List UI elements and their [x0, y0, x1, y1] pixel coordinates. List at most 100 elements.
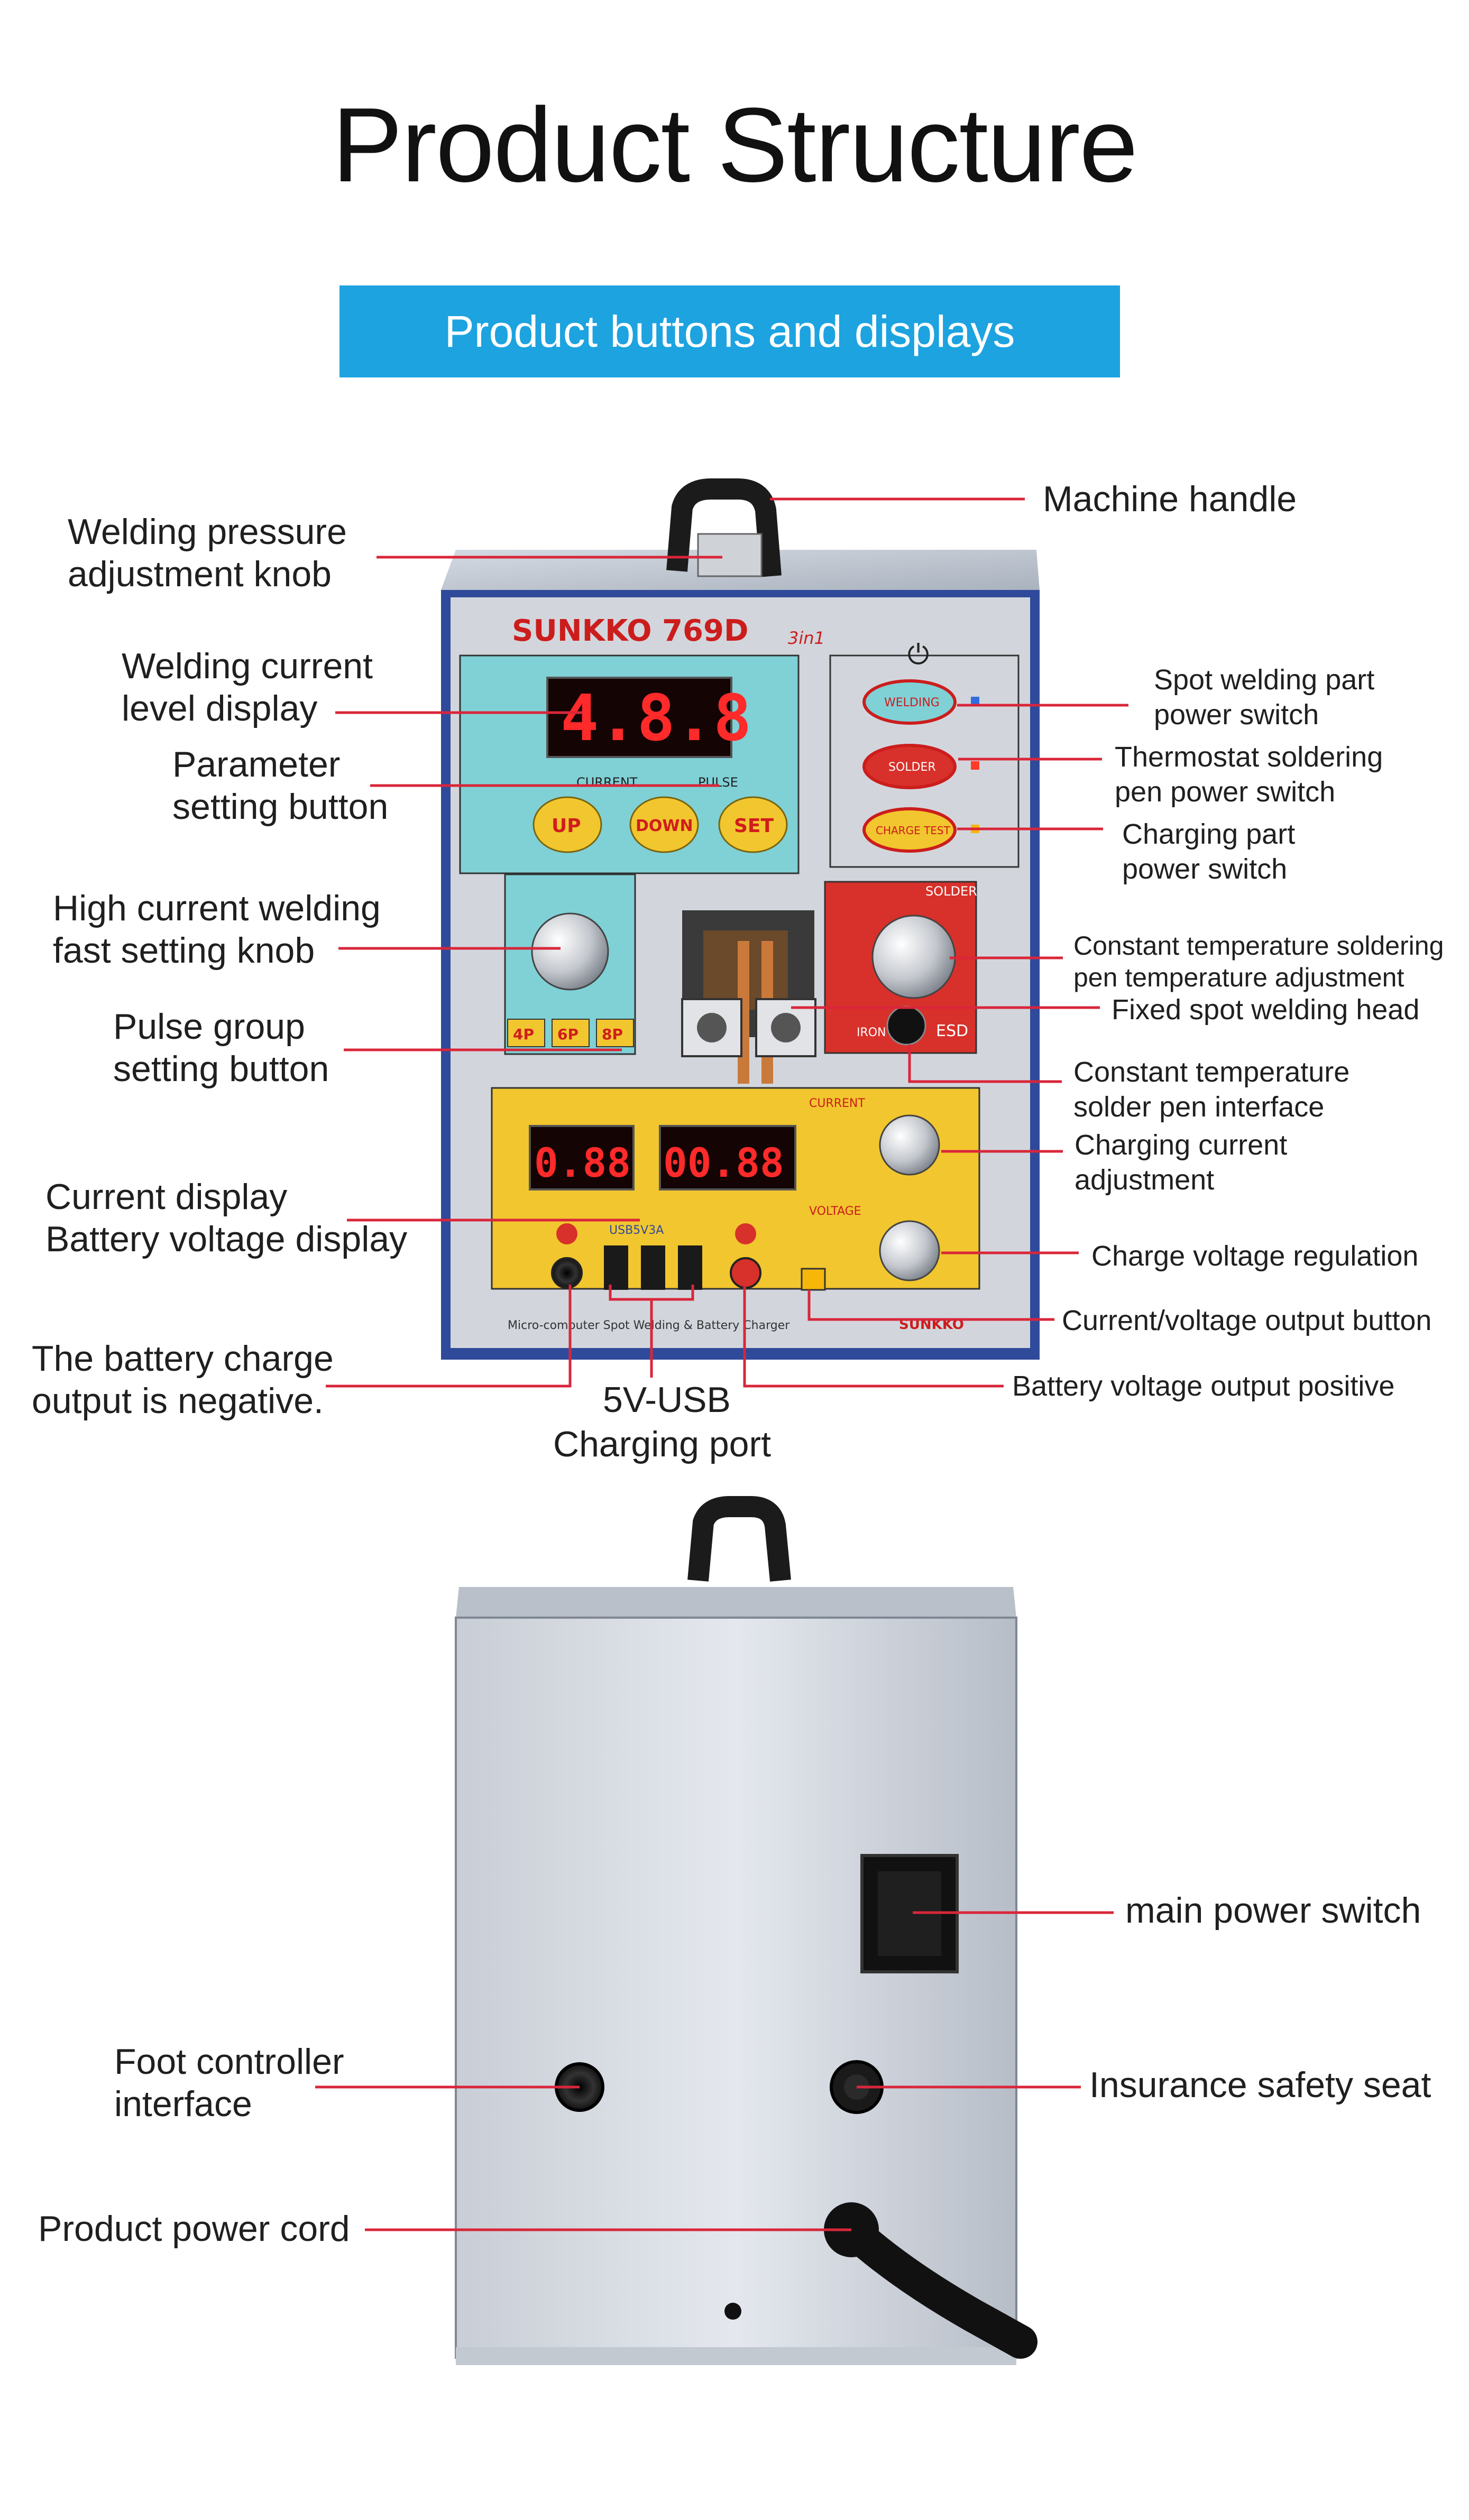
section-banner: Product buttons and displays [339, 285, 1120, 377]
footer-text: Micro-computer Spot Welding & Battery Ch… [508, 1319, 790, 1332]
pulse-6p-label: 6P [557, 1026, 579, 1043]
usb-port-1[interactable] [604, 1245, 628, 1290]
label-high-current-1: High current welding [53, 888, 381, 928]
label-output-button: Current/voltage output button [1062, 1305, 1432, 1336]
label-current-level-2: level display [122, 688, 318, 728]
positive-terminal[interactable] [730, 1257, 761, 1289]
power-icon: ⏻ [907, 639, 929, 671]
label-usb-2: Charging port [553, 1424, 772, 1464]
label-charging-switch-1: Charging part [1122, 818, 1296, 850]
set-button-label: SET [734, 815, 774, 837]
label-negative-1: The battery charge [32, 1339, 334, 1379]
section-banner-text: Product buttons and displays [444, 306, 1015, 356]
usb-port-3[interactable] [678, 1245, 702, 1290]
label-charge-voltage: Charge voltage regulation [1091, 1240, 1419, 1272]
charge-current-knob[interactable] [879, 1114, 940, 1176]
label-usb-1: 5V-USB [603, 1380, 731, 1420]
negative-symbol [556, 1223, 577, 1244]
param-buttons[interactable]: UP DOWN SET [532, 796, 788, 853]
welding-switch-label: WELDING [884, 696, 940, 709]
label-current-level-1: Welding current [122, 646, 373, 686]
leader-solder-interface [908, 1045, 1062, 1083]
positive-symbol [735, 1223, 756, 1244]
pulse-8p-button[interactable] [596, 1019, 634, 1047]
label-solder-interface-1: Constant temperature [1073, 1056, 1350, 1088]
leader-lines [315, 497, 1128, 2231]
solder-switch-label: SOLDER [888, 761, 936, 774]
label-high-current-2: fast setting knob [53, 930, 315, 971]
label-charging-switch-2: power switch [1122, 853, 1288, 885]
pulse-4p-button[interactable] [507, 1019, 545, 1047]
pulse-8p-label: 8P [602, 1026, 623, 1043]
label-current-display-1: Current display [45, 1177, 288, 1217]
label-power-cord: Product power cord [38, 2209, 350, 2249]
output-button[interactable] [801, 1268, 826, 1291]
leader-positive [743, 1285, 1004, 1388]
back-panel [455, 1617, 1017, 2359]
label-thermo-switch-1: Thermostat soldering [1115, 741, 1383, 773]
label-negative-2: output is negative. [32, 1381, 324, 1421]
back-panel-bottom [456, 2347, 1016, 2365]
solder-power-switch[interactable] [862, 744, 957, 789]
charge-current-display [529, 1125, 635, 1190]
high-current-knob[interactable] [531, 912, 609, 991]
charge-voltage-display [659, 1125, 796, 1190]
back-handle [687, 1496, 791, 1582]
label-solder-interface-2: solder pen interface [1073, 1091, 1325, 1123]
charge-voltage-value: 00.88 [663, 1139, 784, 1186]
iron-label: IRON [857, 1026, 886, 1039]
brand-suffix: 3in1 [788, 628, 825, 648]
voltage-label-charger: VOLTAGE [809, 1205, 861, 1218]
welding-power-switch[interactable] [862, 679, 957, 725]
label-pulse-group-1: Pulse group [113, 1007, 305, 1047]
label-positive: Battery voltage output positive [1012, 1370, 1395, 1402]
fixed-spot-welding-head [681, 910, 816, 1084]
label-pulse-group-2: setting button [113, 1049, 329, 1089]
solder-label: SOLDER [925, 884, 977, 899]
label-pressure-knob-2: adjustment knob [68, 554, 332, 594]
label-param-2: setting button [172, 787, 389, 827]
screw-hole [724, 2303, 741, 2320]
back-lid [456, 1587, 1016, 1618]
welding-indicator [971, 697, 979, 705]
weld-current-display-value: 4.8.8 [561, 682, 751, 755]
charge-power-switch[interactable] [862, 807, 957, 853]
label-foot-controller-1: Foot controller [114, 2042, 344, 2082]
negative-terminal[interactable] [551, 1257, 583, 1289]
pulse-4p-label: 4P [513, 1026, 534, 1043]
usb-port-2[interactable] [641, 1245, 665, 1290]
label-spot-switch-2: power switch [1154, 699, 1319, 731]
front-unit: SUNKKO 769D 3in1 4.8.8 CURRENT PULSE UP … [441, 478, 1040, 1360]
label-safety-seat: Insurance safety seat [1089, 2065, 1431, 2105]
label-spot-switch-1: Spot welding part [1154, 664, 1375, 696]
current-label-charger: CURRENT [809, 1097, 865, 1110]
machine-handle [666, 478, 782, 577]
set-button[interactable] [718, 796, 788, 853]
switch-buttons[interactable]: WELDING SOLDER CHARGE TEST [862, 679, 979, 853]
usb-label: USB5V3A [609, 1224, 664, 1237]
label-main-switch: main power switch [1125, 1890, 1421, 1931]
down-button[interactable] [629, 796, 699, 853]
leader-output [807, 1290, 1054, 1321]
label-thermo-switch-2: pen power switch [1115, 776, 1336, 808]
up-button[interactable] [532, 796, 602, 853]
up-button-label: UP [552, 815, 581, 837]
charge-voltage-knob[interactable] [879, 1220, 940, 1281]
pulse-6p-button[interactable] [552, 1019, 590, 1047]
weld-current-display [546, 677, 732, 758]
current-label: CURRENT [576, 775, 638, 790]
pulse-group-buttons[interactable]: 4P 6P 8P [507, 1019, 634, 1047]
label-const-temp-2: pen temperature adjustment [1073, 963, 1404, 992]
leader-usb [609, 1285, 694, 1378]
solder-indicator [971, 761, 979, 770]
pulse-label: PULSE [698, 775, 738, 790]
label-pressure-knob-1: Welding pressure [68, 512, 347, 552]
solder-pen-interface[interactable] [886, 1005, 926, 1046]
label-charge-current-2: adjustment [1075, 1164, 1215, 1196]
label-fixed-head: Fixed spot welding head [1112, 994, 1420, 1026]
charge-current-value: 0.88 [534, 1139, 631, 1186]
label-foot-controller-2: interface [114, 2084, 252, 2124]
brand-logo: SUNKKO 769D [512, 614, 748, 648]
solder-temp-knob[interactable] [871, 915, 956, 999]
